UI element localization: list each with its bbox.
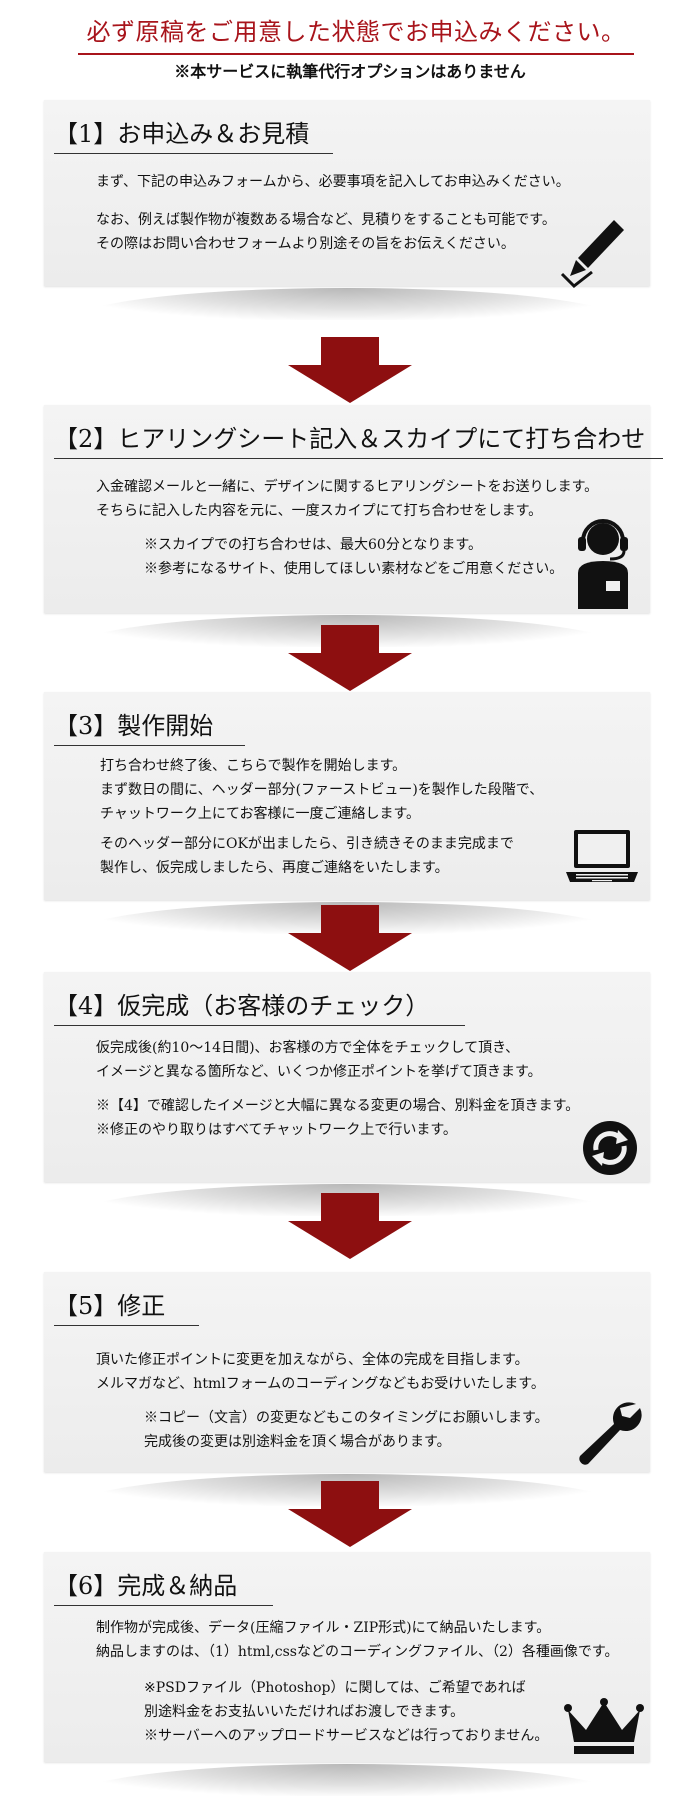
laptop-icon	[566, 830, 638, 882]
step-paragraph: そのヘッダー部分にOKが出ましたら、引き続きそのまま完成まで 製作し、仮完成しま…	[100, 832, 514, 880]
page-title: 必ず原稿をご用意した状態でお申込みください。	[78, 12, 634, 55]
step-paragraph: ※スカイプでの打ち合わせは、最大60分となります。 ※参考になるサイト、使用して…	[144, 533, 563, 581]
step-card: 【5】修正 頂いた修正ポイントに変更を加えながら、全体の完成を目指します。 メル…	[44, 1272, 650, 1506]
paragraph-line: そのヘッダー部分にOKが出ましたら、引き続きそのまま完成まで	[100, 836, 514, 852]
paragraph-line: ※参考になるサイト、使用してほしい素材などをご用意ください。	[144, 561, 564, 577]
step-card: 【4】仮完成（お客様のチェック） 仮完成後(約10～14日間)、お客様の方で全体…	[44, 972, 650, 1216]
paragraph-line: 製作し、仮完成しましたら、再度ご連絡をいたします。	[100, 860, 449, 876]
step-paragraph: なお、例えば製作物が複数ある場合など、見積りをすることも可能です。 その際はお問…	[96, 208, 556, 256]
step-title: 【6】完成＆納品	[54, 1566, 274, 1606]
paragraph-line: まず数日の間に、ヘッダー部分(ファーストビュー)を製作した段階で、	[100, 782, 544, 798]
step-paragraph: 制作物が完成後、データ(圧縮ファイル・ZIP形式)にて納品いたします。 納品しま…	[96, 1616, 619, 1664]
paragraph-line: 打ち合わせ終了後、こちらで製作を開始します。	[100, 758, 407, 774]
flow-arrow	[288, 1193, 412, 1259]
paragraph-line: イメージと異なる箇所など、いくつか修正ポイントを挙げて頂きます。	[96, 1064, 542, 1080]
paragraph-line: まず、下記の申込みフォームから、必要事項を記入してお申込みください。	[96, 174, 570, 190]
step-paragraph: ※コピー（文言）の変更などもこのタイミングにお願いします。 完成後の変更は別途料…	[144, 1406, 549, 1454]
paragraph-line: そちらに記入した内容を元に、一度スカイプにて打ち合わせをします。	[96, 503, 543, 519]
step-title: 【5】修正	[54, 1286, 200, 1326]
crown-icon	[564, 1698, 644, 1754]
step-title: 【1】お申込み＆お見積	[54, 114, 334, 154]
flow-arrow	[288, 1481, 412, 1547]
paragraph-line: ※サーバーへのアップロードサービスなどは行っておりません。	[144, 1728, 549, 1744]
paragraph-line: チャットワーク上にてお客様に一度ご連絡します。	[100, 806, 421, 822]
paragraph-line: ※【4】で確認したイメージと大幅に異なる変更の場合、別料金を頂きます。	[96, 1098, 580, 1114]
paragraph-line: ※修正のやり取りはすべてチャットワーク上で行います。	[96, 1122, 457, 1138]
wrench-icon	[579, 1402, 642, 1465]
flow-arrow	[288, 625, 412, 691]
step-paragraph: 頂いた修正ポイントに変更を加えながら、全体の完成を目指します。 メルマガなど、h…	[96, 1348, 545, 1396]
pen-check-icon	[560, 220, 624, 288]
paragraph-line: 納品しますのは、（1）html,cssなどのコーディングファイル、（2）各種画像…	[96, 1644, 619, 1660]
step-card: 【6】完成＆納品 制作物が完成後、データ(圧縮ファイル・ZIP形式)にて納品いた…	[44, 1552, 650, 1796]
step-paragraph: まず、下記の申込みフォームから、必要事項を記入してお申込みください。	[96, 170, 570, 194]
headset-operator-icon	[578, 519, 628, 609]
step-card: 【1】お申込み＆お見積 まず、下記の申込みフォームから、必要事項を記入してお申込…	[44, 100, 650, 320]
flow-arrow	[288, 337, 412, 403]
refresh-icon	[583, 1121, 637, 1175]
step-card: 【2】ヒアリングシート記入＆スカイプにて打ち合わせ 入金確認メールと一緒に、デザ…	[44, 405, 664, 647]
paragraph-line: 仮完成後(約10～14日間)、お客様の方で全体をチェックして頂き、	[96, 1040, 520, 1056]
step-paragraph: 仮完成後(約10～14日間)、お客様の方で全体をチェックして頂き、 イメージと異…	[96, 1036, 542, 1084]
paragraph-line: メルマガなど、htmlフォームのコーディングなどもお受けいたします。	[96, 1376, 545, 1392]
step-card: 【3】製作開始 打ち合わせ終了後、こちらで製作を開始します。 まず数日の間に、ヘ…	[44, 692, 650, 934]
step-paragraph: ※【4】で確認したイメージと大幅に異なる変更の場合、別料金を頂きます。 ※修正の…	[96, 1094, 579, 1142]
paragraph-line: 制作物が完成後、データ(圧縮ファイル・ZIP形式)にて納品いたします。	[96, 1620, 551, 1636]
header-note: ※本サービスに執筆代行オプションはありません	[174, 62, 526, 81]
page-header: 必ず原稿をご用意した状態でお申込みください。 ※本サービスに執筆代行オプションは…	[0, 0, 700, 90]
step-title: 【4】仮完成（お客様のチェック）	[54, 986, 466, 1026]
step-title: 【3】製作開始	[54, 706, 246, 746]
flow-arrow	[288, 905, 412, 971]
paragraph-line: 完成後の変更は別途料金を頂く場合があります。	[144, 1434, 451, 1450]
step-paragraph: 入金確認メールと一緒に、デザインに関するヒアリングシートをお送りします。 そちら…	[96, 475, 598, 523]
paragraph-line: 別途料金をお支払いいただければお渡しできます。	[144, 1704, 465, 1720]
paragraph-line: その際はお問い合わせフォームより別途その旨をお伝えください。	[96, 236, 515, 252]
paragraph-line: ※スカイプでの打ち合わせは、最大60分となります。	[144, 537, 482, 553]
paragraph-line: ※PSDファイル（Photoshop）に関しては、ご希望であれば	[144, 1680, 526, 1696]
step-paragraph: 打ち合わせ終了後、こちらで製作を開始します。 まず数日の間に、ヘッダー部分(ファ…	[100, 754, 543, 826]
step-paragraph: ※PSDファイル（Photoshop）に関しては、ご希望であれば 別途料金をお支…	[144, 1676, 548, 1748]
paragraph-line: 頂いた修正ポイントに変更を加えながら、全体の完成を目指します。	[96, 1352, 529, 1368]
paragraph-line: ※コピー（文言）の変更などもこのタイミングにお願いします。	[144, 1410, 549, 1426]
paragraph-line: 入金確認メールと一緒に、デザインに関するヒアリングシートをお送りします。	[96, 479, 599, 495]
step-title: 【2】ヒアリングシート記入＆スカイプにて打ち合わせ	[54, 419, 664, 459]
paragraph-line: なお、例えば製作物が複数ある場合など、見積りをすることも可能です。	[96, 212, 556, 228]
